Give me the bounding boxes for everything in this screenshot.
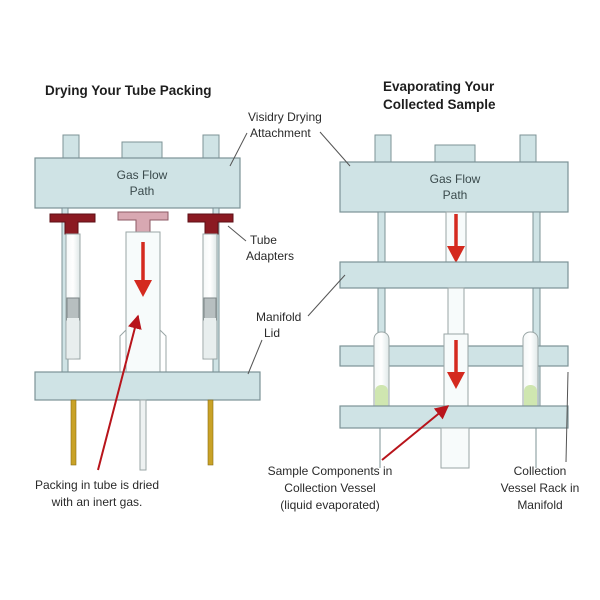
- label-manifold-line1: Manifold: [256, 310, 301, 324]
- leader-rack: [565, 371, 569, 463]
- label-rack-line2: Vessel Rack in: [501, 481, 580, 495]
- pointer-packing-icon: [97, 314, 142, 471]
- port-right-1: [202, 134, 220, 162]
- label-tube-line1: Tube: [250, 233, 277, 247]
- leader-visidry-right: [319, 131, 351, 167]
- label-rack-line1: Collection: [514, 464, 567, 478]
- drying-attachment-right: [339, 161, 569, 213]
- needle-right: [207, 399, 214, 466]
- frit-right: [203, 297, 217, 321]
- needle-left: [70, 399, 77, 466]
- left-assembly: Gas Flow Path: [34, 134, 261, 471]
- label-visidry-line1: Visidry Drying: [248, 110, 322, 124]
- gas-flow-label-right: Gas Flow: [430, 172, 481, 186]
- manifold-lid-right: [339, 261, 569, 289]
- rack-lower-bar: [339, 405, 569, 429]
- label-sample-line1: Sample Components in: [268, 464, 393, 478]
- heading-drying: Drying Your Tube Packing: [45, 83, 212, 98]
- tube-left: [49, 213, 96, 360]
- needle-center: [139, 399, 147, 471]
- label-packing-line2: with an inert gas.: [51, 495, 143, 509]
- tube-adapter-right: [187, 213, 234, 235]
- port-left-1: [62, 134, 80, 162]
- tube-adapter-left: [49, 213, 96, 235]
- label-sample-line3: (liquid evaporated): [280, 498, 379, 512]
- label-manifold-line2: Lid: [264, 326, 280, 340]
- heading-evaporating-line1: Evaporating Your: [383, 79, 495, 94]
- leader-tube-adapters: [227, 225, 247, 242]
- label-packing-line1: Packing in tube is dried: [35, 478, 159, 492]
- packing-right: [204, 318, 216, 358]
- frit-left: [66, 297, 80, 321]
- gas-flow-arrow-icon-lower: [447, 372, 465, 389]
- gas-flow-path-label-right: Path: [443, 188, 468, 202]
- right-assembly: Gas Flow Path: [339, 134, 569, 469]
- gas-flow-arrow-icon-upper: [447, 246, 465, 263]
- drying-attachment-left: [34, 157, 241, 209]
- leader-manifold-right: [307, 274, 346, 317]
- gas-flow-label-left: Gas Flow: [117, 168, 168, 182]
- packing-left: [67, 318, 79, 358]
- leader-visidry-left: [229, 132, 248, 167]
- label-visidry-line2: Attachment: [250, 126, 311, 140]
- tube-right: [187, 213, 234, 360]
- label-rack-line3: Manifold: [517, 498, 562, 512]
- base-tube-center: [440, 427, 470, 469]
- label-sample-line2: Collection Vessel: [284, 481, 375, 495]
- leader-manifold-left: [247, 339, 263, 375]
- gas-flow-arrow-icon-left: [134, 280, 152, 297]
- port-right-asm-2: [519, 134, 537, 166]
- label-tube-line2: Adapters: [246, 249, 294, 263]
- manifold-lid-left: [34, 371, 261, 401]
- tube-adapter-center: [117, 211, 169, 233]
- collection-vessel-right: [522, 331, 539, 418]
- port-right-asm-1: [374, 134, 392, 166]
- center-tube-flare: [119, 329, 167, 372]
- collection-vessel-left: [373, 331, 390, 418]
- pointer-sample-icon: [381, 405, 450, 461]
- heading-evaporating-line2: Collected Sample: [383, 97, 496, 112]
- gas-flow-path-label-left: Path: [130, 184, 155, 198]
